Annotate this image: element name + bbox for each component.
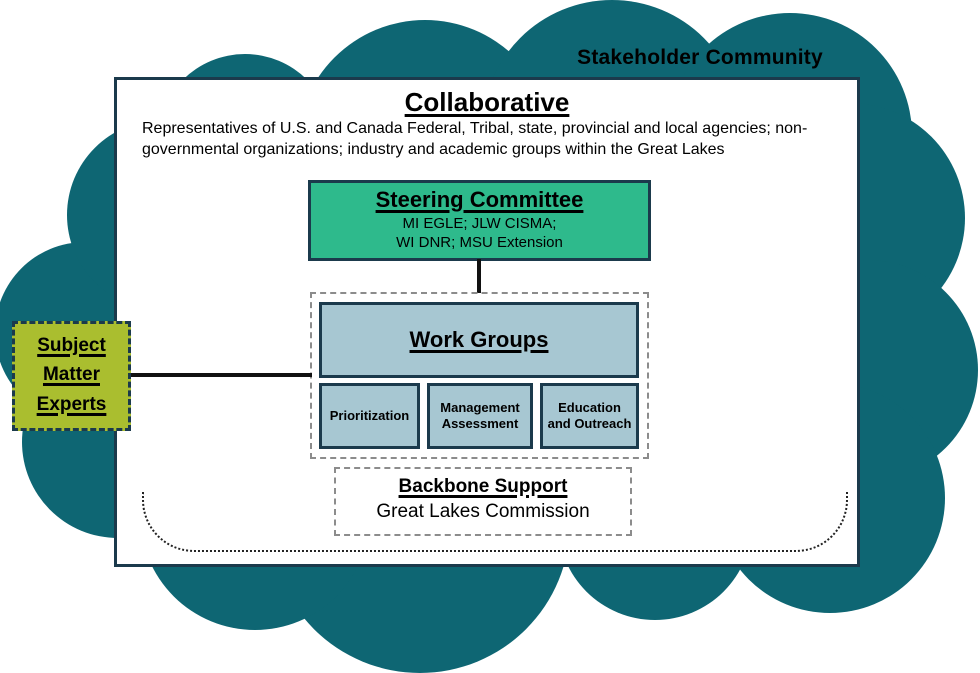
sme-line3: Experts bbox=[36, 393, 107, 415]
backbone-support-title: Backbone Support bbox=[398, 476, 568, 497]
subgroup-box-prioritization: Prioritization bbox=[319, 383, 420, 449]
steering-committee-box: Steering Committee MI EGLE; JLW CISMA; W… bbox=[308, 180, 651, 261]
collaborative-title: Collaborative bbox=[404, 87, 570, 117]
stakeholder-community-label: Stakeholder Community bbox=[577, 46, 823, 69]
subgroup-box-management-assessment: Management Assessment bbox=[427, 383, 533, 449]
steering-to-workgroups-connector bbox=[477, 259, 481, 293]
work-groups-box: Work Groups bbox=[319, 302, 639, 378]
subject-matter-experts-box: Subject Matter Experts bbox=[12, 321, 131, 431]
subgroup-box-education-outreach: Education and Outreach bbox=[540, 383, 639, 449]
steering-committee-members-line1: MI EGLE; JLW CISMA; bbox=[402, 215, 557, 232]
sme-line2: Matter bbox=[42, 364, 100, 386]
work-groups-title: Work Groups bbox=[409, 327, 549, 352]
collaborative-box: Collaborative Representatives of U.S. an… bbox=[114, 77, 860, 567]
steering-committee-title: Steering Committee bbox=[375, 187, 584, 212]
sme-to-workgroups-connector bbox=[130, 373, 312, 377]
collaborative-description: Representatives of U.S. and Canada Feder… bbox=[142, 118, 842, 160]
work-groups-container: Work Groups Prioritization Management As… bbox=[310, 292, 649, 459]
backbone-support-organization: Great Lakes Commission bbox=[376, 501, 590, 522]
backbone-support-box: Backbone Support Great Lakes Commission bbox=[334, 467, 632, 536]
sme-line1: Subject bbox=[37, 335, 106, 356]
collaborative-description-line1: Representatives of U.S. and Canada Feder… bbox=[142, 120, 808, 137]
steering-committee-members-line2: WI DNR; MSU Extension bbox=[396, 233, 563, 251]
collaborative-description-line2: governmental organizations; industry and… bbox=[142, 141, 725, 159]
